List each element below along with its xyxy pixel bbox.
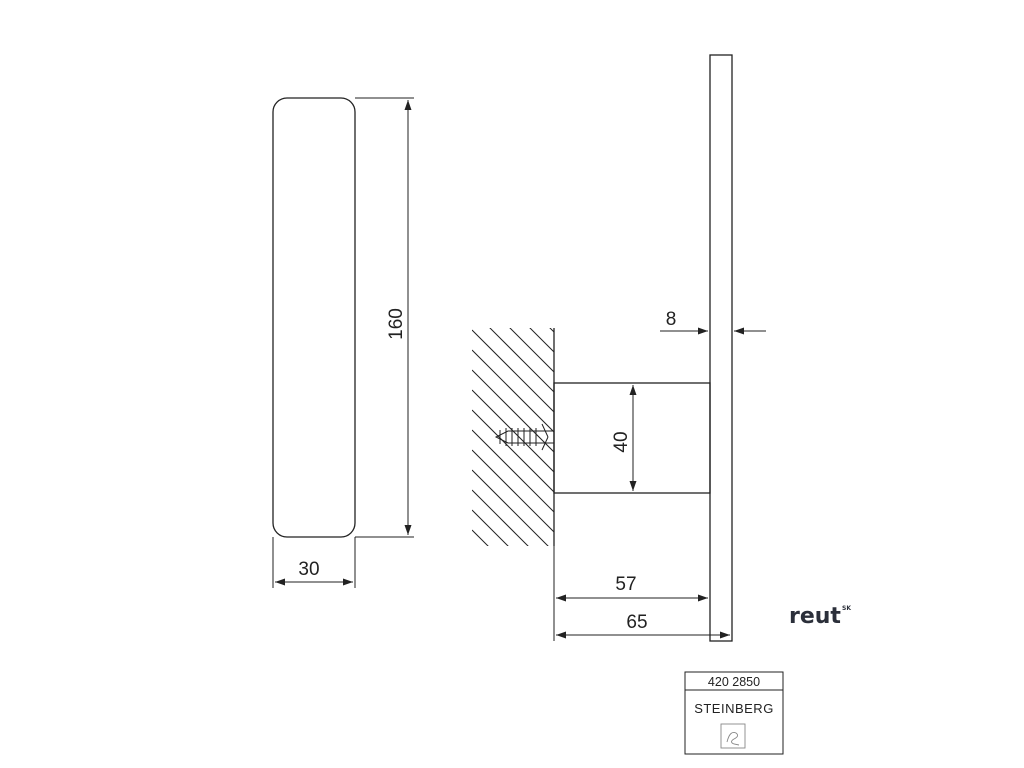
dimension-label-8: 8 [666,309,677,330]
dimension-label-40: 40 [611,431,632,452]
dimension-label-160: 160 [386,308,407,340]
vertical-plate [709,54,733,642]
wall-anchor [494,423,554,451]
front-body-outline [272,97,356,538]
product-code: 420 2850 [708,675,760,689]
product-symbol-icon [720,723,746,749]
mounting-block [553,382,711,494]
side-view [472,54,766,642]
front-view [272,97,414,588]
watermark-superscript: SK [842,605,851,612]
title-block-frame [684,671,784,755]
watermark-text: reut [789,604,841,629]
dimension-label-57: 57 [615,574,636,595]
reut-logo: reut SK [789,604,851,629]
dimension-label-30: 30 [298,559,319,580]
title-block [684,671,784,755]
brand-name: STEINBERG [694,701,774,716]
dimension-label-65: 65 [626,612,647,633]
